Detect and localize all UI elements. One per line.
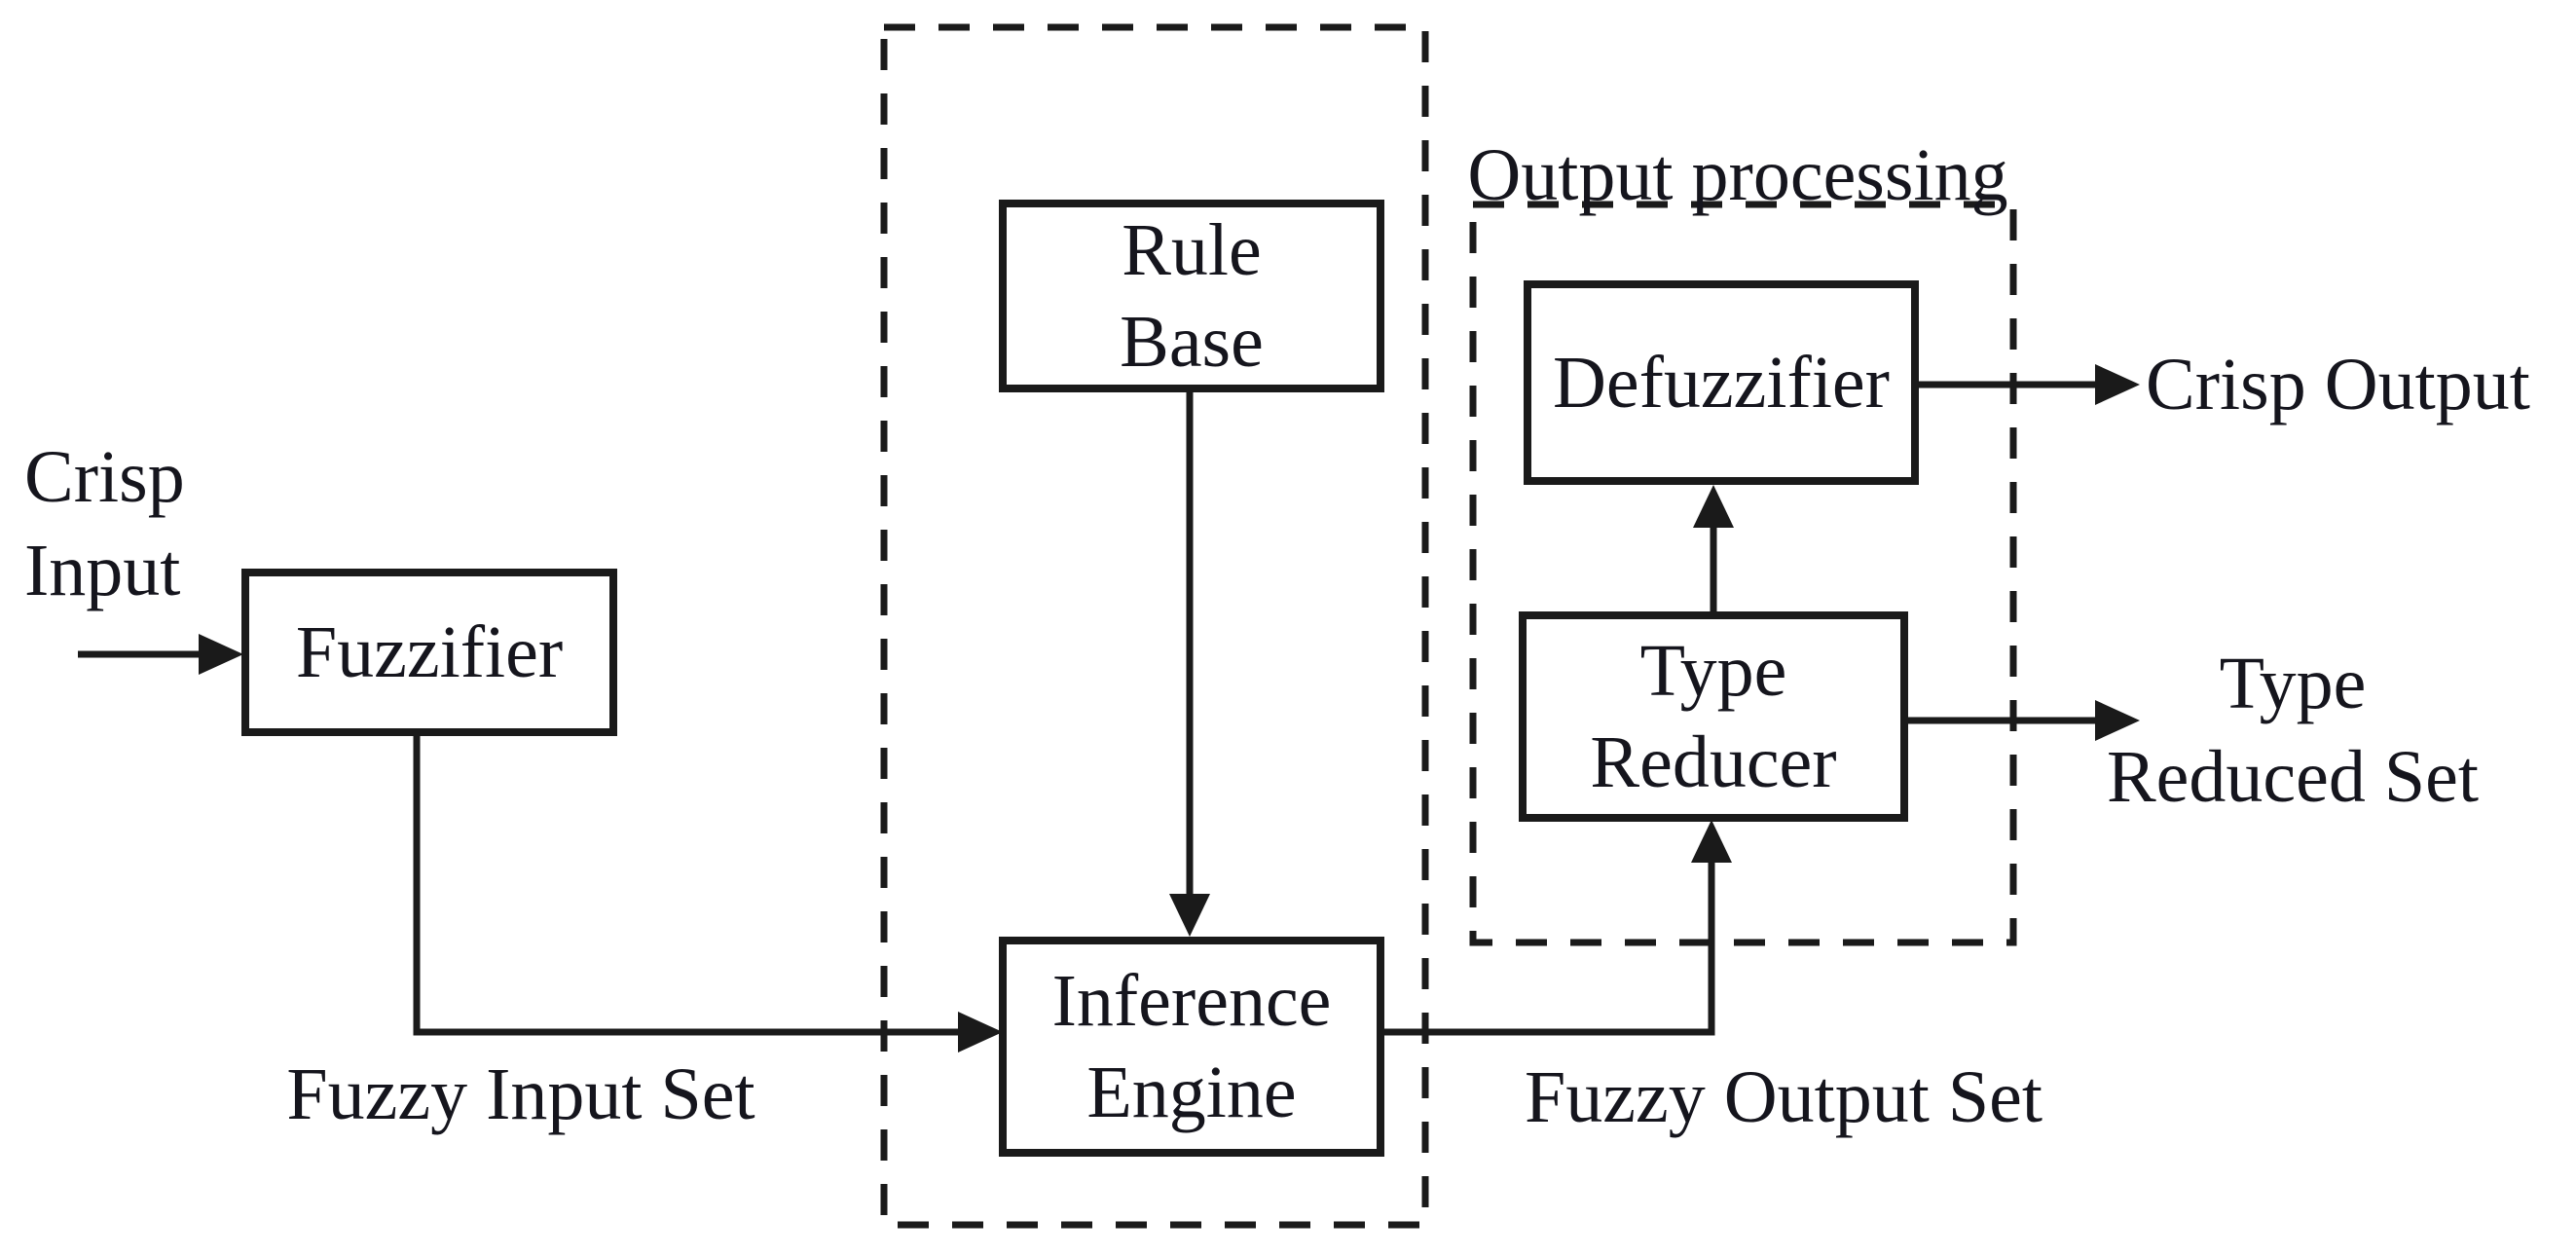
node-rule-base: Rule Base [999, 200, 1384, 392]
node-defuzzifier-label: Defuzzifier [1553, 342, 1890, 424]
node-inference-engine: Inference Engine [999, 937, 1384, 1157]
typereducer-to-defuzzifier-arrowhead [1693, 485, 1734, 528]
label-output-processing-text: Output processing [1467, 134, 2008, 216]
inference-to-typereducer-arrowhead [1691, 820, 1732, 863]
label-fuzzy-output-set-text: Fuzzy Output Set [1525, 1056, 2042, 1138]
label-fuzzy-output-set: Fuzzy Output Set [1482, 1051, 2085, 1144]
label-crisp-input-line2: Input [24, 530, 181, 611]
typereducer-to-typereducedset-arrowhead [2095, 700, 2140, 741]
crisp-input-arrowhead [199, 634, 243, 675]
fuzzifier-to-inference-line [413, 736, 962, 1036]
defuzzifier-to-crispoutput-arrowhead [2095, 364, 2140, 405]
label-type-reduced-set-line2: Reduced Set [2106, 736, 2479, 818]
label-crisp-output-text: Crisp Output [2146, 344, 2530, 425]
output-processing-dashed-border [1469, 201, 2017, 946]
label-fuzzy-input-set-text: Fuzzy Input Set [286, 1053, 755, 1135]
label-crisp-input-line1: Crisp [24, 436, 185, 518]
label-crisp-input: Crisp Input [24, 430, 297, 617]
node-inference-engine-label-line1: Inference [1051, 960, 1332, 1042]
node-fuzzifier-label: Fuzzifier [295, 611, 564, 693]
node-fuzzifier: Fuzzifier [241, 569, 617, 736]
rulebase-to-inference-arrowhead [1169, 894, 1210, 937]
node-rule-base-label-line2: Base [1120, 301, 1264, 383]
inference-to-typereducer-line [1384, 861, 1715, 1036]
node-type-reducer: Type Reducer [1519, 611, 1908, 822]
label-crisp-output: Crisp Output [2146, 338, 2576, 431]
node-inference-engine-label-line2: Engine [1086, 1052, 1297, 1133]
label-type-reduced-set-line1: Type [2219, 643, 2367, 724]
node-type-reducer-label-line1: Type [1639, 630, 1787, 712]
label-fuzzy-input-set: Fuzzy Input Set [219, 1048, 823, 1141]
label-type-reduced-set: Type Reduced Set [2079, 637, 2507, 824]
label-output-processing-group-title: Output processing [1421, 129, 2054, 222]
node-rule-base-label-line1: Rule [1122, 209, 1262, 291]
node-defuzzifier: Defuzzifier [1524, 280, 1919, 485]
fuzzifier-to-inference-arrowhead [958, 1012, 1003, 1053]
node-type-reducer-label-line2: Reducer [1590, 721, 1837, 803]
